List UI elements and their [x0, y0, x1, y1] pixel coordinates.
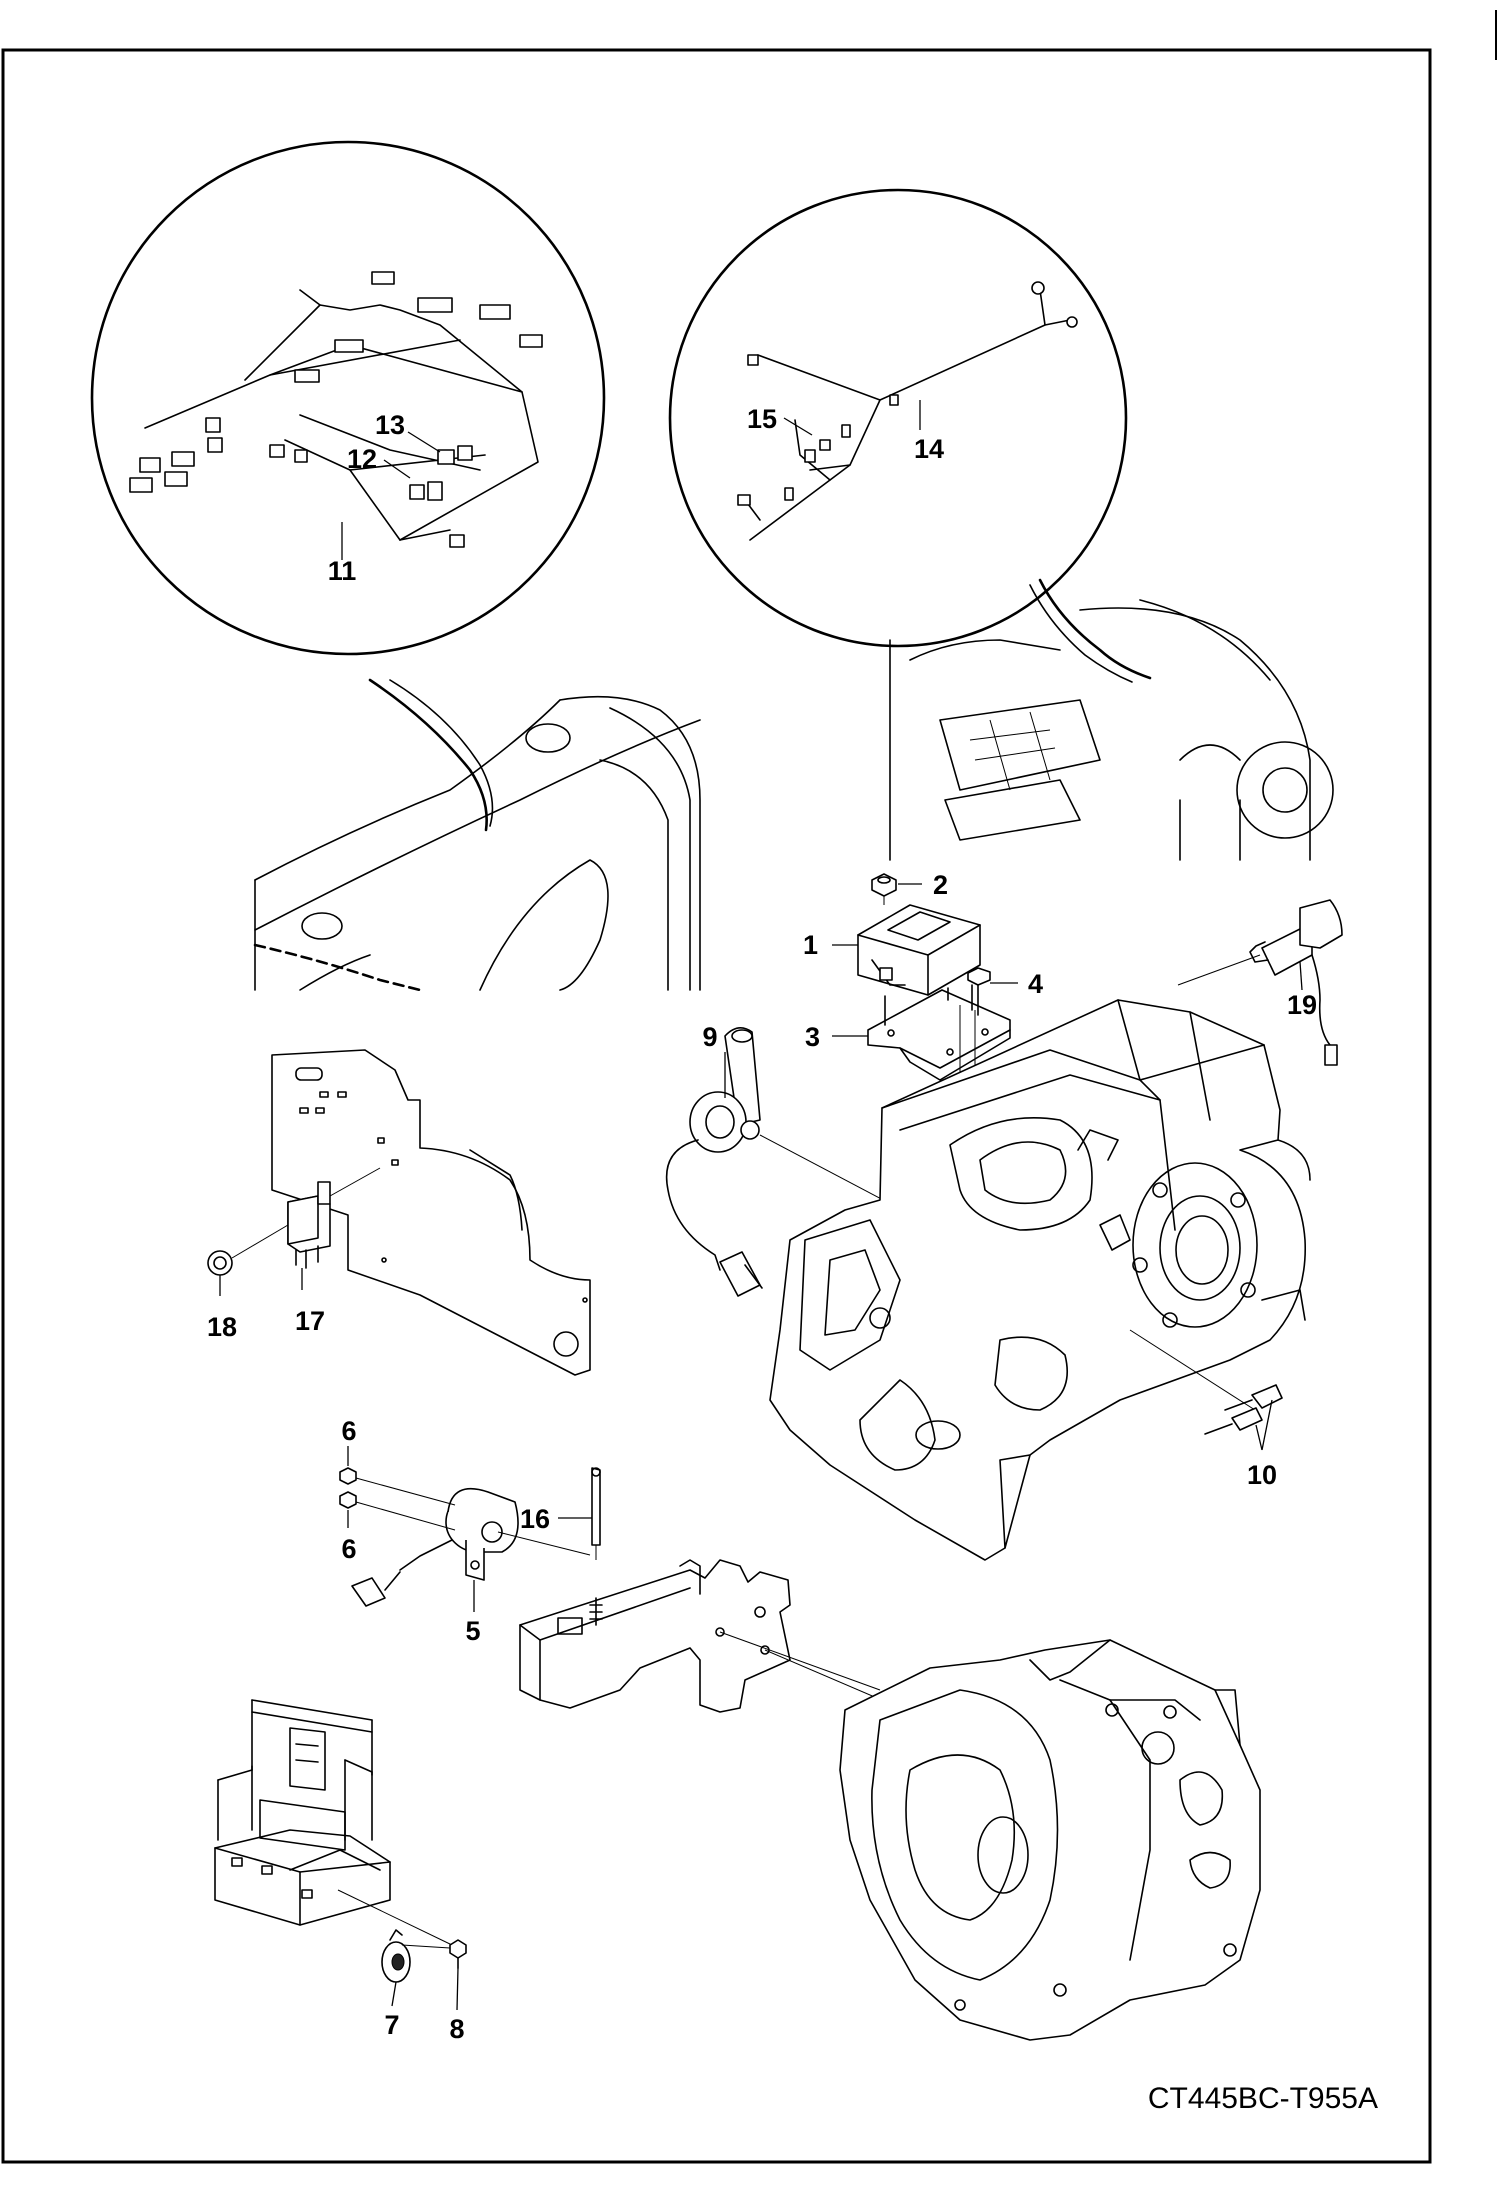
callout-7: 7	[384, 2010, 399, 2040]
tractor-hood	[253, 695, 701, 992]
callout-5: 5	[465, 1616, 480, 1646]
callout-19: 19	[1287, 990, 1317, 1020]
nut-18	[207, 1224, 289, 1276]
battery-tray	[214, 1699, 453, 1946]
callout-15: 15	[747, 404, 777, 434]
page-border	[1, 48, 1432, 2164]
knob-7	[381, 1929, 411, 1983]
callout-17: 17	[295, 1306, 325, 1336]
sensor-arm-9	[665, 1027, 1131, 1331]
callout-2: 2	[933, 870, 948, 900]
detail-circle-harness-11	[90, 140, 606, 832]
leader-lines	[219, 400, 1303, 2011]
callout-10: 10	[1247, 1460, 1277, 1490]
callout-16: 16	[520, 1504, 550, 1534]
connector-group	[129, 271, 543, 548]
figure-code: CT445BC-T955A	[1148, 2082, 1378, 2115]
rod-16	[591, 1467, 601, 1560]
nut-2	[871, 873, 897, 905]
callout-6-upper: 6	[341, 1416, 356, 1446]
transmission-casting-lower	[839, 1639, 1261, 2041]
callout-labels: 1 2 3 4 5 6 6 7 8 9 10 11 12 13 14 15 16…	[207, 404, 1317, 2044]
relay-17	[287, 1167, 381, 1269]
bolt-8	[401, 1939, 467, 1969]
callout-13: 13	[375, 410, 405, 440]
detail-circle-harness-14	[668, 188, 1152, 683]
callout-4: 4	[1028, 969, 1043, 999]
transmission-housing-upper	[769, 999, 1311, 1561]
callout-14: 14	[914, 434, 944, 464]
nuts-6	[339, 1467, 456, 1531]
mounting-panel	[271, 1049, 591, 1376]
callout-11: 11	[328, 556, 357, 586]
lever-bracket	[519, 1559, 906, 1713]
callout-12: 12	[347, 444, 377, 474]
sensor-switch-19	[1177, 899, 1343, 1066]
callout-18: 18	[207, 1312, 237, 1342]
callout-1: 1	[803, 930, 818, 960]
callout-3: 3	[805, 1022, 820, 1052]
callout-6-lower: 6	[341, 1534, 356, 1564]
callout-8: 8	[449, 2014, 464, 2044]
controller-unit-1	[857, 904, 981, 996]
actuator-5	[351, 1487, 591, 1607]
callout-9: 9	[702, 1022, 717, 1052]
operator-station	[889, 599, 1334, 861]
screws-10	[1204, 1384, 1283, 1435]
